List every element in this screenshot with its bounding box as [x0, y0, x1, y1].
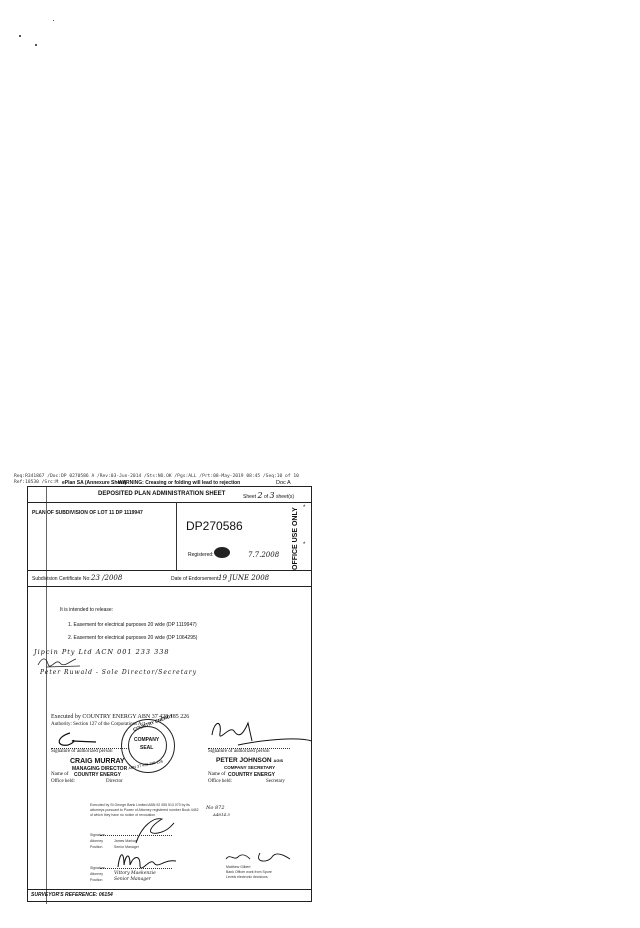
- sheet-title: DEPOSITED PLAN ADMINISTRATION SHEET: [98, 491, 226, 497]
- signature-left-name: CRAIG MURRAY: [70, 758, 125, 765]
- sheet-suffix: sheet(s): [276, 494, 295, 500]
- signature-left-title: MANAGING DIRECTOR: [72, 766, 128, 772]
- office-held-left: Director: [106, 779, 123, 784]
- endorsement-label: Date of Endorsement:: [171, 576, 220, 582]
- witness-signature: [225, 852, 291, 862]
- subdivision-certificate-label: Subdivision Certificate No:: [32, 576, 91, 582]
- sheet-total: 3: [269, 491, 275, 500]
- attorney-label: Attorney: [90, 872, 104, 876]
- signature-line: [208, 748, 290, 749]
- asterisk-mark: *: [303, 542, 306, 548]
- bank-hand-sub: A4814.5: [213, 812, 230, 817]
- bank-text-line-3: of which they have no notice of revocati…: [90, 813, 156, 817]
- company-seal: COUNTRY ENERGY COMPANY SEAL ABN 37 428 1…: [121, 713, 175, 773]
- position-label: Position: [90, 878, 103, 882]
- easement-item-2: 2. Easement for electrical purposes 20 w…: [68, 635, 198, 641]
- asterisk-mark: *: [303, 505, 306, 511]
- bank-text-line-2: attorneys pursuant to Power of Attorney …: [90, 808, 199, 812]
- attorney-1-details: James Marlow Senior Manager: [114, 838, 139, 850]
- administration-sheet: DEPOSITED PLAN ADMINISTRATION SHEET Shee…: [27, 486, 313, 902]
- attorney-2-name: Vittory Maekenzie: [114, 871, 156, 876]
- plan-of-subdivision: PLAN OF SUBDIVISION OF LOT 11 DP 1119947: [32, 510, 143, 516]
- signature-right-org: COUNTRY ENERGY: [228, 772, 275, 778]
- office-held-right: Secretary: [266, 779, 285, 784]
- executed-by: Executed by COUNTRY ENERGY ABN 37 428 18…: [51, 714, 190, 720]
- witness-description-1: Bank Officer work from Spore: [226, 870, 272, 874]
- divider: [28, 586, 311, 587]
- witness-details: Matthew Gilbert Bank Officer work from S…: [226, 865, 272, 880]
- signature-right-name: PETER JOHNSON AGIS: [216, 757, 283, 764]
- signature-right-label: Signature of authorized person: [208, 749, 270, 754]
- signature-label: Signature: [90, 833, 105, 837]
- subdivision-certificate-number: 23 /2008: [91, 574, 123, 582]
- signature-left: [58, 732, 97, 746]
- attorney-2-details: Vittory Maekenzie Senior Manager: [114, 871, 156, 883]
- divider: [28, 889, 311, 890]
- reference-line-2: Ref:18530 /Src:M: [14, 480, 59, 485]
- attorney-2-signature: [117, 854, 177, 869]
- attorney-1-position: Senior Manager: [114, 845, 139, 849]
- intent-text: It is intended to release:: [60, 607, 114, 613]
- divider: [176, 502, 177, 570]
- position-label: Position: [90, 845, 103, 849]
- attorney-2-labels: Signature Attorney Position: [90, 865, 105, 883]
- signature-right-title: COMPANY SECRETARY: [224, 765, 276, 770]
- name-of-label-right: Name of: [208, 772, 226, 777]
- attorney-label: Attorney: [90, 839, 104, 843]
- sheet-of-label: of: [263, 494, 269, 500]
- sheet-count: Sheet 2 of 3 sheet(s): [243, 491, 294, 500]
- surveyors-reference: SURVEYOR'S REFERENCE: 06154: [31, 892, 113, 898]
- office-held-label-right: Office held:: [208, 779, 232, 784]
- attorney-1-labels: Signature Attorney Position: [90, 832, 105, 850]
- attorney-1-signature: [135, 818, 175, 844]
- seal-seal: SEAL: [140, 745, 154, 751]
- signature-left-label: Signature of authorized person: [51, 749, 113, 754]
- attorney-1-name: James Marlow: [114, 839, 137, 843]
- warning-text: WARNING: Creasing or folding will lead t…: [118, 480, 241, 486]
- easement-item-1: 1. Easement for electrical purposes 20 w…: [68, 622, 197, 628]
- bank-execution-text: Executed by St George Bank Limited ABN 9…: [90, 803, 199, 818]
- reference-line: Req:R341867 /Doc:DP 0270586 A /Rev:03-Ju…: [14, 474, 299, 479]
- signature-line: [100, 835, 172, 836]
- signature-right-name-text: PETER JOHNSON: [216, 757, 272, 764]
- bank-text-line-1: Executed by St George Bank Limited ABN 9…: [90, 803, 190, 807]
- sheet-label: Sheet: [243, 494, 257, 500]
- scan-speck: [19, 35, 21, 37]
- registered-date: 7.7.2008: [248, 551, 280, 559]
- office-held-label-left: Office held:: [51, 779, 75, 784]
- handwritten-signature: [37, 658, 81, 668]
- authority-text: Authority: Section 127 of the Corporatio…: [51, 722, 146, 727]
- signature-label: Signature: [90, 866, 105, 870]
- office-use-only: OFFICE USE ONLY: [292, 507, 299, 570]
- name-of-label-left: Name of: [51, 772, 69, 777]
- handwritten-director: Peter Ruwald - Sole Director/Secretary: [40, 669, 197, 676]
- attorney-2-position: Senior Manager: [114, 877, 151, 882]
- handwritten-company: Jipcin Pty Ltd ACN 001 233 338: [34, 648, 170, 656]
- seal-company: COMPANY: [134, 737, 160, 743]
- signature-right: [211, 721, 313, 746]
- witness-description-2: Levels electronic decisions: [226, 875, 268, 879]
- registrar-stamp-icon: [214, 547, 230, 558]
- registered-label: Registered:: [188, 552, 214, 558]
- signature-left-org: COUNTRY ENERGY: [74, 772, 121, 778]
- signature-right-name-suffix: AGIS: [273, 758, 284, 763]
- doc-label: Doc A: [276, 480, 291, 486]
- scan-speck: [53, 20, 54, 21]
- signature-line: [100, 868, 172, 869]
- divider: [28, 570, 311, 571]
- form-code: ePlan SA (Annexure Sheet): [62, 480, 127, 486]
- witness-name: Matthew Gilbert: [226, 865, 251, 869]
- endorsement-date: 19 JUNE 2008: [218, 574, 270, 582]
- scan-line: [46, 486, 47, 904]
- sheet-number: 2: [257, 491, 263, 500]
- divider: [28, 502, 311, 503]
- dp-number: DP270586: [186, 519, 243, 533]
- bank-hand-reference: No 872: [206, 805, 225, 811]
- scan-speck: [35, 44, 37, 46]
- signature-line: [51, 748, 129, 749]
